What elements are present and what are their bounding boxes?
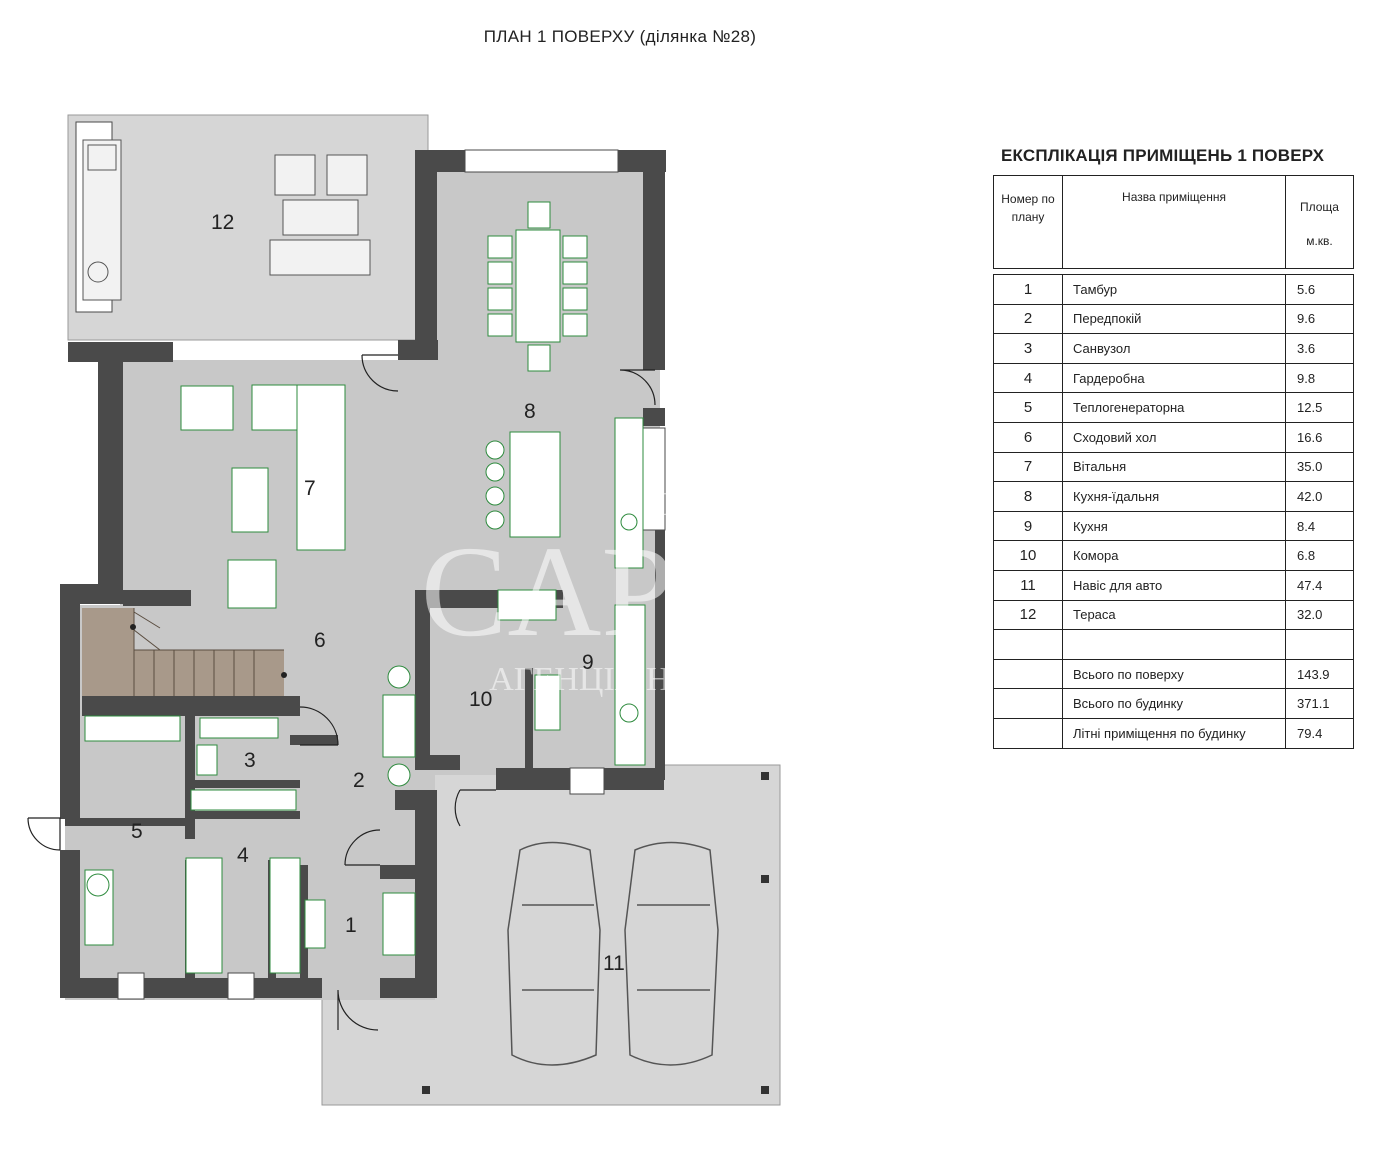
row-number: 7 — [993, 451, 1063, 483]
row-area: 8.4 — [1285, 510, 1354, 542]
row-area: 47.4 — [1285, 569, 1354, 601]
row-name: Передпокій — [1062, 303, 1286, 335]
carport-posts — [422, 772, 769, 1094]
page-title: ПЛАН 1 ПОВЕРХУ (ділянка №28) — [483, 27, 757, 46]
watermark: THE CAPITAL АГЕНЦІЯ НЕРУХОМОСТІ — [421, 486, 959, 698]
staircase — [82, 608, 287, 696]
row-name: Сходовий хол — [1062, 421, 1286, 453]
row-number — [993, 688, 1063, 719]
table-row — [993, 629, 1354, 660]
row-area: 5.6 — [1285, 274, 1354, 305]
row-area — [1285, 629, 1354, 660]
row-area: 371.1 — [1285, 688, 1354, 719]
row-number: 10 — [993, 540, 1063, 571]
room-label-9: 9 — [582, 651, 594, 674]
room-labels: 1 2 3 4 5 6 7 8 9 10 11 12 — [131, 211, 625, 975]
row-name: Тераса — [1062, 599, 1286, 631]
row-name: Літні приміщення по будинку — [1062, 717, 1286, 749]
room-label-2: 2 — [353, 769, 365, 792]
floor-plan: THE CAPITAL АГЕНЦІЯ НЕРУХОМОСТІ 1 2 3 4 … — [27, 114, 959, 1106]
row-name: Всього по будинку — [1062, 688, 1286, 719]
row-area: 12.5 — [1285, 392, 1354, 423]
row-name: Тамбур — [1062, 274, 1286, 305]
room-label-5: 5 — [131, 820, 143, 843]
row-area: 9.8 — [1285, 362, 1354, 394]
watermark-line3: АГЕНЦІЯ НЕРУХОМОСТІ — [489, 661, 890, 698]
header-area-line1: Площа — [1300, 200, 1339, 214]
row-name — [1062, 629, 1286, 660]
room-label-7: 7 — [304, 477, 316, 500]
explication-table: Номер по плану Назва приміщення Площа м.… — [993, 175, 1354, 749]
row-area: 32.0 — [1285, 599, 1354, 631]
row-name: Вітальня — [1062, 451, 1286, 483]
row-area: 79.4 — [1285, 717, 1354, 749]
header-area: Площа м.кв. — [1285, 175, 1354, 269]
row-area: 35.0 — [1285, 451, 1354, 483]
watermark-line1: THE — [657, 486, 723, 523]
terrace-furniture — [82, 139, 371, 301]
header-number: Номер по плану — [993, 175, 1063, 269]
row-area: 143.9 — [1285, 658, 1354, 690]
doors — [27, 354, 656, 1031]
explication-title: ЕКСПЛІКАЦІЯ ПРИМІЩЕНЬ 1 ПОВЕРХ — [1001, 146, 1325, 165]
row-name: Теплогенераторна — [1062, 392, 1286, 423]
row-name: Санвузол — [1062, 333, 1286, 364]
table-spacer — [993, 268, 1354, 275]
header-area-line2: м.кв. — [1306, 234, 1333, 248]
room-label-1: 1 — [345, 914, 357, 937]
room-label-12: 12 — [211, 211, 234, 234]
row-area: 3.6 — [1285, 333, 1354, 364]
row-name: Комора — [1062, 540, 1286, 571]
row-name: Всього по поверху — [1062, 658, 1286, 690]
watermark-line2: CAPITAL — [421, 520, 959, 664]
row-name: Кухня — [1062, 510, 1286, 542]
row-number: 11 — [993, 569, 1063, 601]
row-number: 2 — [993, 303, 1063, 335]
terrace-area — [67, 114, 429, 341]
row-number: 9 — [993, 510, 1063, 542]
room-label-4: 4 — [237, 844, 249, 867]
row-number — [993, 717, 1063, 749]
interior-furniture — [84, 201, 646, 974]
header-name: Назва приміщення — [1062, 175, 1286, 269]
row-number: 6 — [993, 421, 1063, 453]
row-number: 4 — [993, 362, 1063, 394]
row-number: 1 — [993, 274, 1063, 305]
row-area: 16.6 — [1285, 421, 1354, 453]
row-name: Гардеробна — [1062, 362, 1286, 394]
row-number: 5 — [993, 392, 1063, 423]
room-label-8: 8 — [524, 400, 536, 423]
row-area: 6.8 — [1285, 540, 1354, 571]
row-number: 3 — [993, 333, 1063, 364]
cars — [507, 841, 719, 1066]
row-area: 42.0 — [1285, 481, 1354, 512]
row-number — [993, 658, 1063, 690]
row-area: 9.6 — [1285, 303, 1354, 335]
room-label-10: 10 — [469, 688, 492, 711]
row-name: Кухня-їдальня — [1062, 481, 1286, 512]
row-name: Навіс для авто — [1062, 569, 1286, 601]
room-label-3: 3 — [244, 749, 256, 772]
room-label-6: 6 — [314, 629, 326, 652]
row-number: 12 — [993, 599, 1063, 631]
row-number: 8 — [993, 481, 1063, 512]
room-label-11: 11 — [603, 952, 625, 975]
row-number — [993, 629, 1063, 660]
